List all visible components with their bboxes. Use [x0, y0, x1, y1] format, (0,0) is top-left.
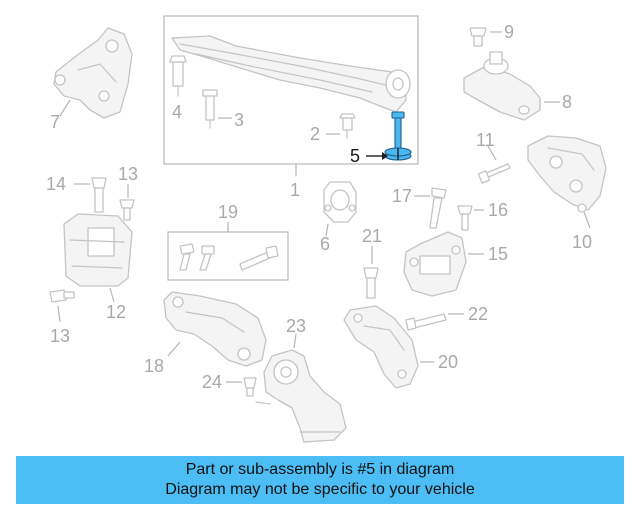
callout-22: 22	[468, 304, 488, 324]
part-14-bolt[interactable]	[91, 177, 107, 213]
callout-2: 2	[310, 124, 320, 144]
part-8-mount[interactable]	[463, 51, 541, 121]
callout-16: 16	[488, 200, 508, 220]
part-18-bracket[interactable]	[163, 291, 267, 367]
callout-8: 8	[562, 92, 572, 112]
callout-13-lower: 13	[50, 326, 70, 346]
part-12-mount[interactable]	[63, 213, 133, 287]
part-1-crossmember[interactable]	[171, 35, 411, 113]
callout-4: 4	[172, 102, 182, 122]
callout-15: 15	[488, 244, 508, 264]
part-13-bolt-upper[interactable]	[119, 199, 135, 221]
part-15-bracket[interactable]	[403, 231, 467, 297]
part-19-bolt-set[interactable]	[179, 243, 279, 271]
callout-24: 24	[202, 372, 222, 392]
callout-7: 7	[50, 112, 60, 132]
callout-19: 19	[218, 202, 238, 222]
callout-12: 12	[106, 302, 126, 322]
callout-10: 10	[572, 232, 592, 252]
part-4-bolt[interactable]	[169, 55, 187, 97]
part-5-bolt-highlighted[interactable]	[384, 111, 412, 161]
banner-line-2: Diagram may not be specific to your vehi…	[165, 481, 475, 498]
part-13-bolt-lower[interactable]	[49, 289, 75, 303]
callout-13-upper: 13	[118, 164, 138, 184]
part-23-mount[interactable]	[255, 349, 347, 443]
part-10-bracket[interactable]	[527, 135, 607, 213]
part-20-bracket[interactable]	[343, 305, 419, 389]
callout-11: 11	[476, 130, 495, 150]
callout-23: 23	[286, 316, 306, 336]
callout-18: 18	[144, 356, 164, 376]
part-16-bolt[interactable]	[457, 205, 473, 231]
callout-14: 14	[46, 174, 66, 194]
part-17-bolt[interactable]	[429, 187, 447, 229]
part-3-bolt[interactable]	[202, 89, 218, 129]
part-2-bolt[interactable]	[339, 113, 356, 139]
part-6-mount[interactable]	[323, 181, 357, 223]
part-7-bracket[interactable]	[53, 27, 133, 119]
part-11-bolt[interactable]	[477, 163, 511, 184]
banner-line-1: Part or sub-assembly is #5 in diagram	[185, 461, 455, 478]
part-9-bolt[interactable]	[469, 27, 487, 47]
info-banner: Part or sub-assembly is #5 in diagram Di…	[16, 456, 624, 504]
callout-20: 20	[438, 352, 458, 372]
callout-3: 3	[234, 110, 244, 130]
callout-1: 1	[290, 180, 300, 200]
assembly-1-frame	[163, 15, 419, 165]
part-24-bolt[interactable]	[243, 377, 257, 397]
callout-9: 9	[504, 22, 514, 42]
part-22-bolt[interactable]	[405, 313, 447, 331]
callout-5: 5	[350, 146, 360, 166]
part-21-bolt[interactable]	[363, 267, 379, 299]
callout-6: 6	[320, 234, 330, 254]
callout-21: 21	[362, 226, 382, 246]
callout-17: 17	[392, 186, 412, 206]
